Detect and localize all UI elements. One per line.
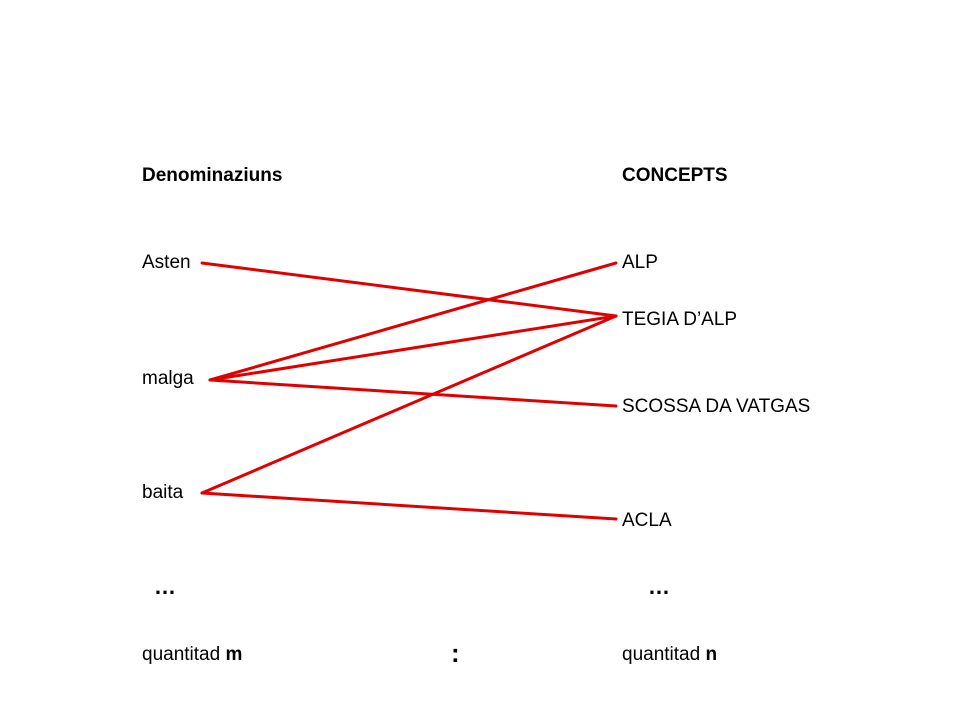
link-line-baita-to-3 [200,491,618,521]
left-footer: quantitad m [142,644,242,666]
left-ellipsis: … [154,574,177,599]
right-item-tegia-dalp: TEGIA D’ALP [622,309,738,330]
right-ellipsis: … [648,574,671,599]
left-footer-text: quantitad [142,644,221,665]
right-header: CONCEPTS [622,165,728,186]
left-item-asten: Asten [142,252,191,273]
right-footer: quantitad n [622,644,717,666]
right-item-acla: ACLA [622,510,672,531]
left-header: Denominaziuns [142,165,283,186]
left-item-baita: baita [142,482,184,503]
link-line-baita-to-1 [200,314,618,495]
link-line-malga-to-0 [208,261,618,382]
ratio-symbol: : [451,638,460,668]
right-item-scossa-da-vatgas: SCOSSA DA VATGAS [622,396,811,417]
left-footer-var: m [225,644,243,665]
left-item-malga: malga [142,368,194,389]
link-line-Asten-to-1 [200,261,618,318]
right-footer-var: n [705,644,718,665]
link-line-malga-to-1 [208,314,618,382]
link-line-malga-to-2 [208,378,618,408]
right-item-alp: ALP [622,252,658,273]
right-footer-text: quantitad [622,644,701,665]
